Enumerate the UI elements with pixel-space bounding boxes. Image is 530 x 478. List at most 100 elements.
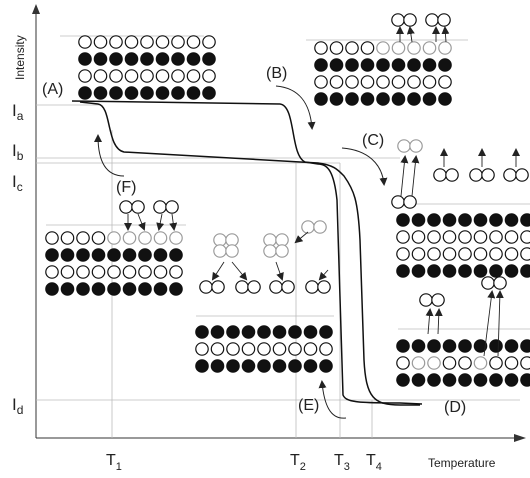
desorbed-dimer bbox=[425, 13, 451, 27]
atom bbox=[257, 359, 271, 373]
atom bbox=[138, 231, 152, 245]
level-label-ic: Ic bbox=[12, 172, 23, 194]
atom bbox=[303, 342, 318, 356]
desorbed-dimer bbox=[419, 293, 445, 307]
readsorbing-dimer bbox=[153, 200, 179, 214]
atom bbox=[458, 247, 472, 261]
atom bbox=[520, 213, 530, 227]
desorbed-dimer bbox=[503, 168, 529, 182]
atom bbox=[140, 35, 154, 49]
atom bbox=[109, 35, 123, 49]
desorbed-dimer bbox=[469, 168, 495, 182]
adsorbed-dimer bbox=[199, 280, 225, 294]
atom bbox=[155, 86, 170, 100]
desorbed-dimer bbox=[391, 13, 417, 27]
atom bbox=[109, 86, 123, 100]
atom bbox=[60, 265, 75, 279]
atom bbox=[140, 52, 154, 66]
atom bbox=[319, 359, 333, 373]
adatom-cluster bbox=[263, 233, 289, 258]
level-label-ib: Ib bbox=[12, 141, 24, 163]
atom bbox=[360, 75, 375, 89]
atom-layers-panel-d bbox=[396, 339, 530, 387]
atom bbox=[107, 231, 121, 245]
pointer-arrows bbox=[94, 85, 388, 419]
atom bbox=[403, 13, 417, 27]
atom bbox=[153, 200, 167, 214]
atom bbox=[202, 52, 216, 66]
arrow-c bbox=[341, 147, 388, 186]
desorbed-dimer bbox=[481, 276, 507, 290]
atom bbox=[391, 195, 405, 209]
atom bbox=[427, 373, 441, 387]
atom bbox=[473, 339, 488, 353]
atom bbox=[241, 359, 256, 373]
atom bbox=[247, 280, 261, 294]
atom bbox=[138, 248, 152, 262]
atom bbox=[329, 41, 344, 55]
atom bbox=[122, 282, 137, 296]
atom bbox=[442, 356, 457, 370]
atom bbox=[427, 264, 441, 278]
atom bbox=[313, 220, 327, 234]
atom bbox=[396, 373, 410, 387]
atom bbox=[411, 264, 426, 278]
desorbed-dimer bbox=[433, 168, 459, 182]
atom bbox=[91, 282, 106, 296]
cooling-curve bbox=[79, 101, 420, 406]
atom bbox=[411, 339, 426, 353]
tick-label-t4: T4 bbox=[366, 452, 382, 473]
atom bbox=[199, 280, 213, 294]
atom bbox=[226, 359, 240, 373]
atom bbox=[345, 92, 359, 106]
atom bbox=[288, 325, 302, 339]
atom bbox=[210, 325, 225, 339]
atom bbox=[91, 231, 106, 245]
atom bbox=[213, 244, 227, 258]
atom bbox=[396, 339, 410, 353]
atom bbox=[195, 359, 209, 373]
atom bbox=[93, 69, 108, 83]
atom bbox=[45, 231, 59, 245]
atom bbox=[427, 247, 441, 261]
atom bbox=[202, 69, 216, 83]
atom bbox=[153, 231, 168, 245]
tick-label-t2: T2 bbox=[290, 452, 306, 473]
atom bbox=[60, 231, 75, 245]
atom bbox=[122, 248, 137, 262]
atom bbox=[458, 213, 472, 227]
atom bbox=[407, 41, 421, 55]
x-tick-labels: T1 T2 T3 T4 bbox=[106, 452, 382, 473]
atom bbox=[319, 325, 333, 339]
atom bbox=[78, 35, 92, 49]
atom bbox=[391, 92, 406, 106]
atom bbox=[45, 265, 59, 279]
axes bbox=[32, 4, 526, 442]
atom bbox=[263, 244, 277, 258]
adsorption-arrow bbox=[169, 213, 178, 231]
atom bbox=[422, 75, 437, 89]
adatom-dimer bbox=[301, 220, 327, 234]
atom bbox=[288, 342, 302, 356]
adsorption-arrow bbox=[156, 213, 165, 231]
panel-label-a: (A) bbox=[42, 81, 63, 98]
y-axis-title: Intensity bbox=[13, 35, 27, 80]
atom bbox=[360, 92, 375, 106]
atom bbox=[169, 265, 183, 279]
atom bbox=[396, 230, 410, 244]
atom bbox=[272, 342, 287, 356]
atom bbox=[93, 52, 108, 66]
atom bbox=[165, 200, 179, 214]
atom bbox=[442, 213, 457, 227]
atom bbox=[422, 41, 437, 55]
atom bbox=[140, 86, 154, 100]
atom bbox=[489, 230, 503, 244]
atom bbox=[155, 69, 170, 83]
atom bbox=[437, 13, 451, 27]
atom bbox=[314, 58, 328, 72]
atom bbox=[442, 339, 457, 353]
atom bbox=[396, 356, 410, 370]
atom-layers-panel-c bbox=[396, 213, 530, 278]
atom bbox=[396, 213, 410, 227]
